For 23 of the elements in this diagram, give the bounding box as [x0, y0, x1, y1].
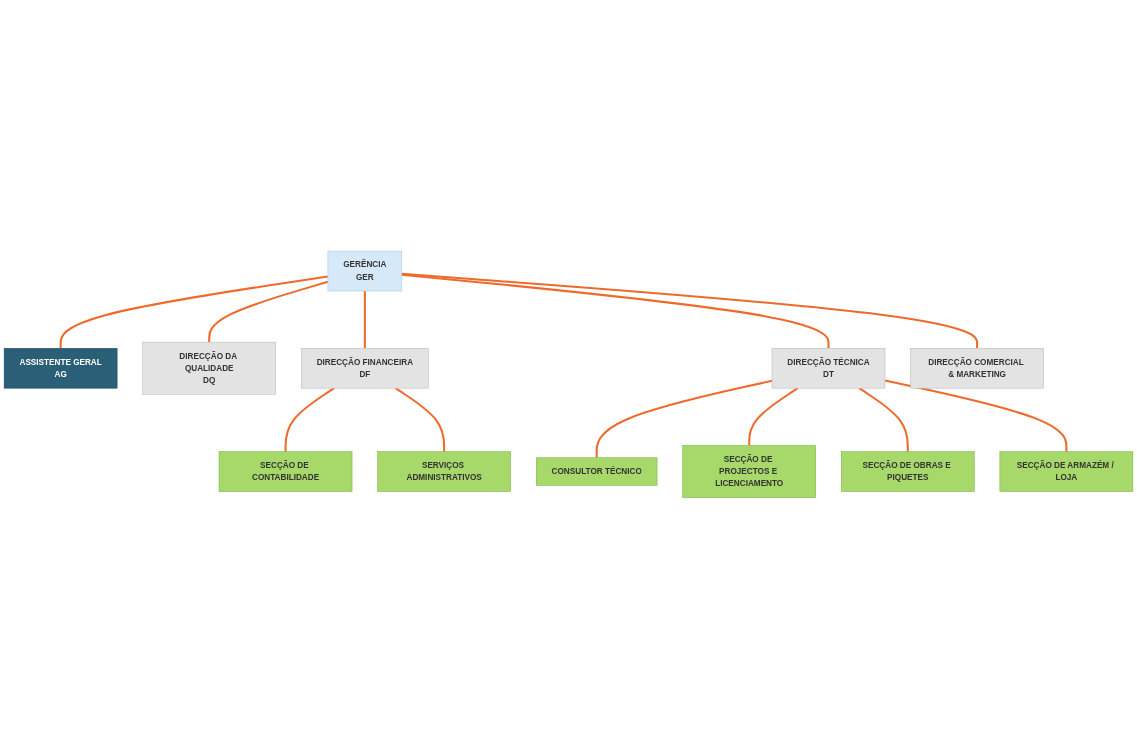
connector [401, 272, 979, 349]
connector [748, 387, 799, 446]
node-box: GERÊNCIA GER [327, 250, 403, 292]
node-box: DIRECÇÃO COMERCIAL & MARKETING [910, 348, 1044, 389]
connector [884, 379, 1068, 452]
connector [363, 291, 366, 349]
node-box: SECÇÃO DE CONTABILIDADE [218, 451, 353, 492]
node-box: CONSULTOR TÉCNICO [535, 457, 658, 486]
node-box: SECÇÃO DE OBRAS E PIQUETES [841, 451, 975, 492]
node-box: DIRECÇÃO TÉCNICA DT [771, 348, 886, 389]
connector [208, 280, 329, 343]
connector [401, 273, 830, 349]
connector [284, 387, 335, 452]
connector [59, 275, 329, 349]
node-box: SERVIÇOS ADMINISTRATIVOS [377, 451, 511, 492]
node-box: ASSISTENTE GERAL AG [3, 348, 118, 389]
node-box: DIRECÇÃO DA QUALIDADE DQ [142, 342, 276, 395]
connector [595, 379, 773, 458]
node-box: SECÇÃO DE PROJECTOS E LICENCIAMENTO [682, 445, 816, 499]
node-box: DIRECÇÃO FINANCEIRA DF [301, 348, 429, 389]
node-box: SECÇÃO DE ARMAZÉM / LOJA [999, 451, 1134, 492]
connector [394, 387, 446, 452]
connector [858, 387, 909, 452]
